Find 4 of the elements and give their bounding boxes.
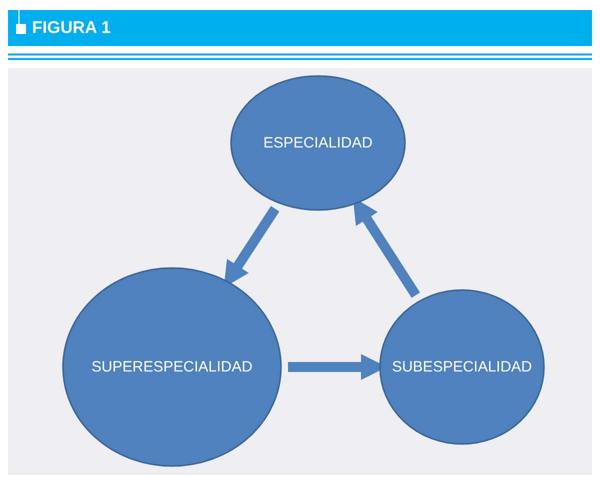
node-label: SUBESPECIALIDAD [390,358,534,376]
node-label: ESPECIALIDAD [262,134,374,152]
node-label: SUPERESPECIALIDAD [90,358,254,376]
figure-title: FIGURA 1 [32,18,111,38]
